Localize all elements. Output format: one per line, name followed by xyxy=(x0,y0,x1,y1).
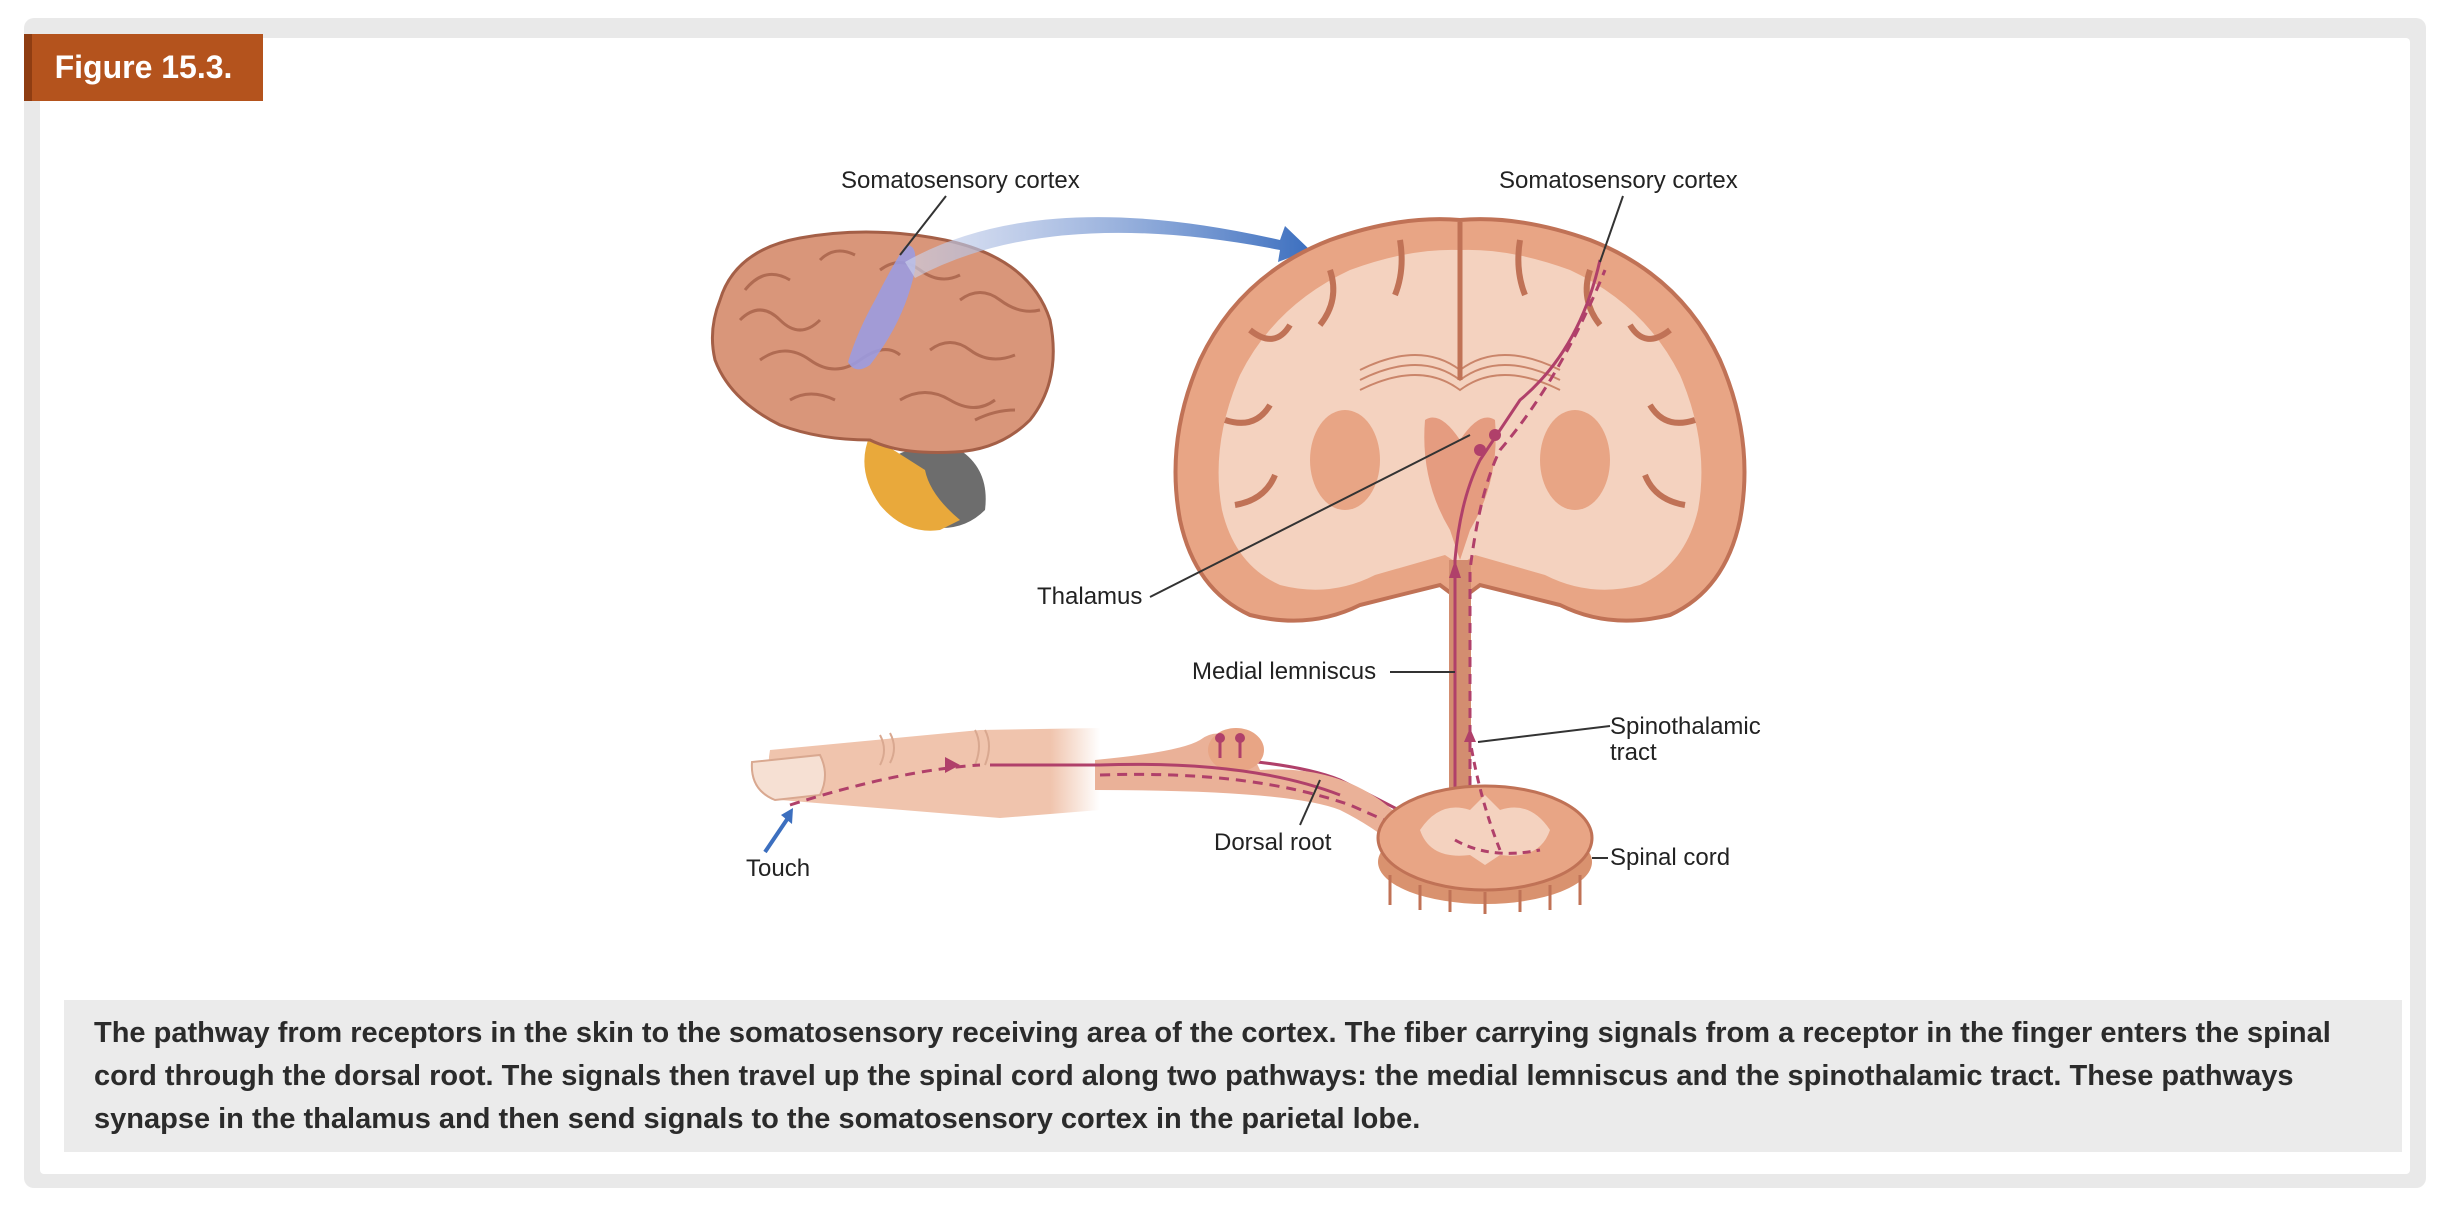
brainstem xyxy=(864,435,960,531)
label-spinothalamic-line2: tract xyxy=(1610,739,1657,766)
label-spinal-cord: Spinal cord xyxy=(1610,844,1731,871)
cortex-arrow xyxy=(905,217,1310,278)
leader-lines xyxy=(899,195,1624,859)
figure-label: Figure 15.3. xyxy=(24,34,263,101)
label-somatosensory-cortex-left: Somatosensory cortex xyxy=(841,167,1080,194)
figure-card xyxy=(40,38,2410,1174)
lateral-brain xyxy=(710,230,1055,531)
label-medial-lemniscus: Medial lemniscus xyxy=(1192,658,1377,685)
label-dorsal-root: Dorsal root xyxy=(1214,829,1332,856)
finger-and-dorsal-root xyxy=(750,728,1451,870)
spinal-cord-section xyxy=(1376,739,1594,914)
figure-caption: The pathway from receptors in the skin t… xyxy=(64,1000,2402,1152)
label-thalamus: Thalamus xyxy=(1037,583,1143,610)
somatosensory-cortex-highlight xyxy=(848,245,916,370)
label-somatosensory-cortex-right: Somatosensory cortex xyxy=(1499,167,1738,194)
pathway-diagram xyxy=(710,195,1747,914)
label-spinothalamic-line1: Spinothalamic xyxy=(1610,713,1761,740)
coronal-brain-section xyxy=(1173,217,1747,840)
label-touch: Touch xyxy=(746,855,811,882)
